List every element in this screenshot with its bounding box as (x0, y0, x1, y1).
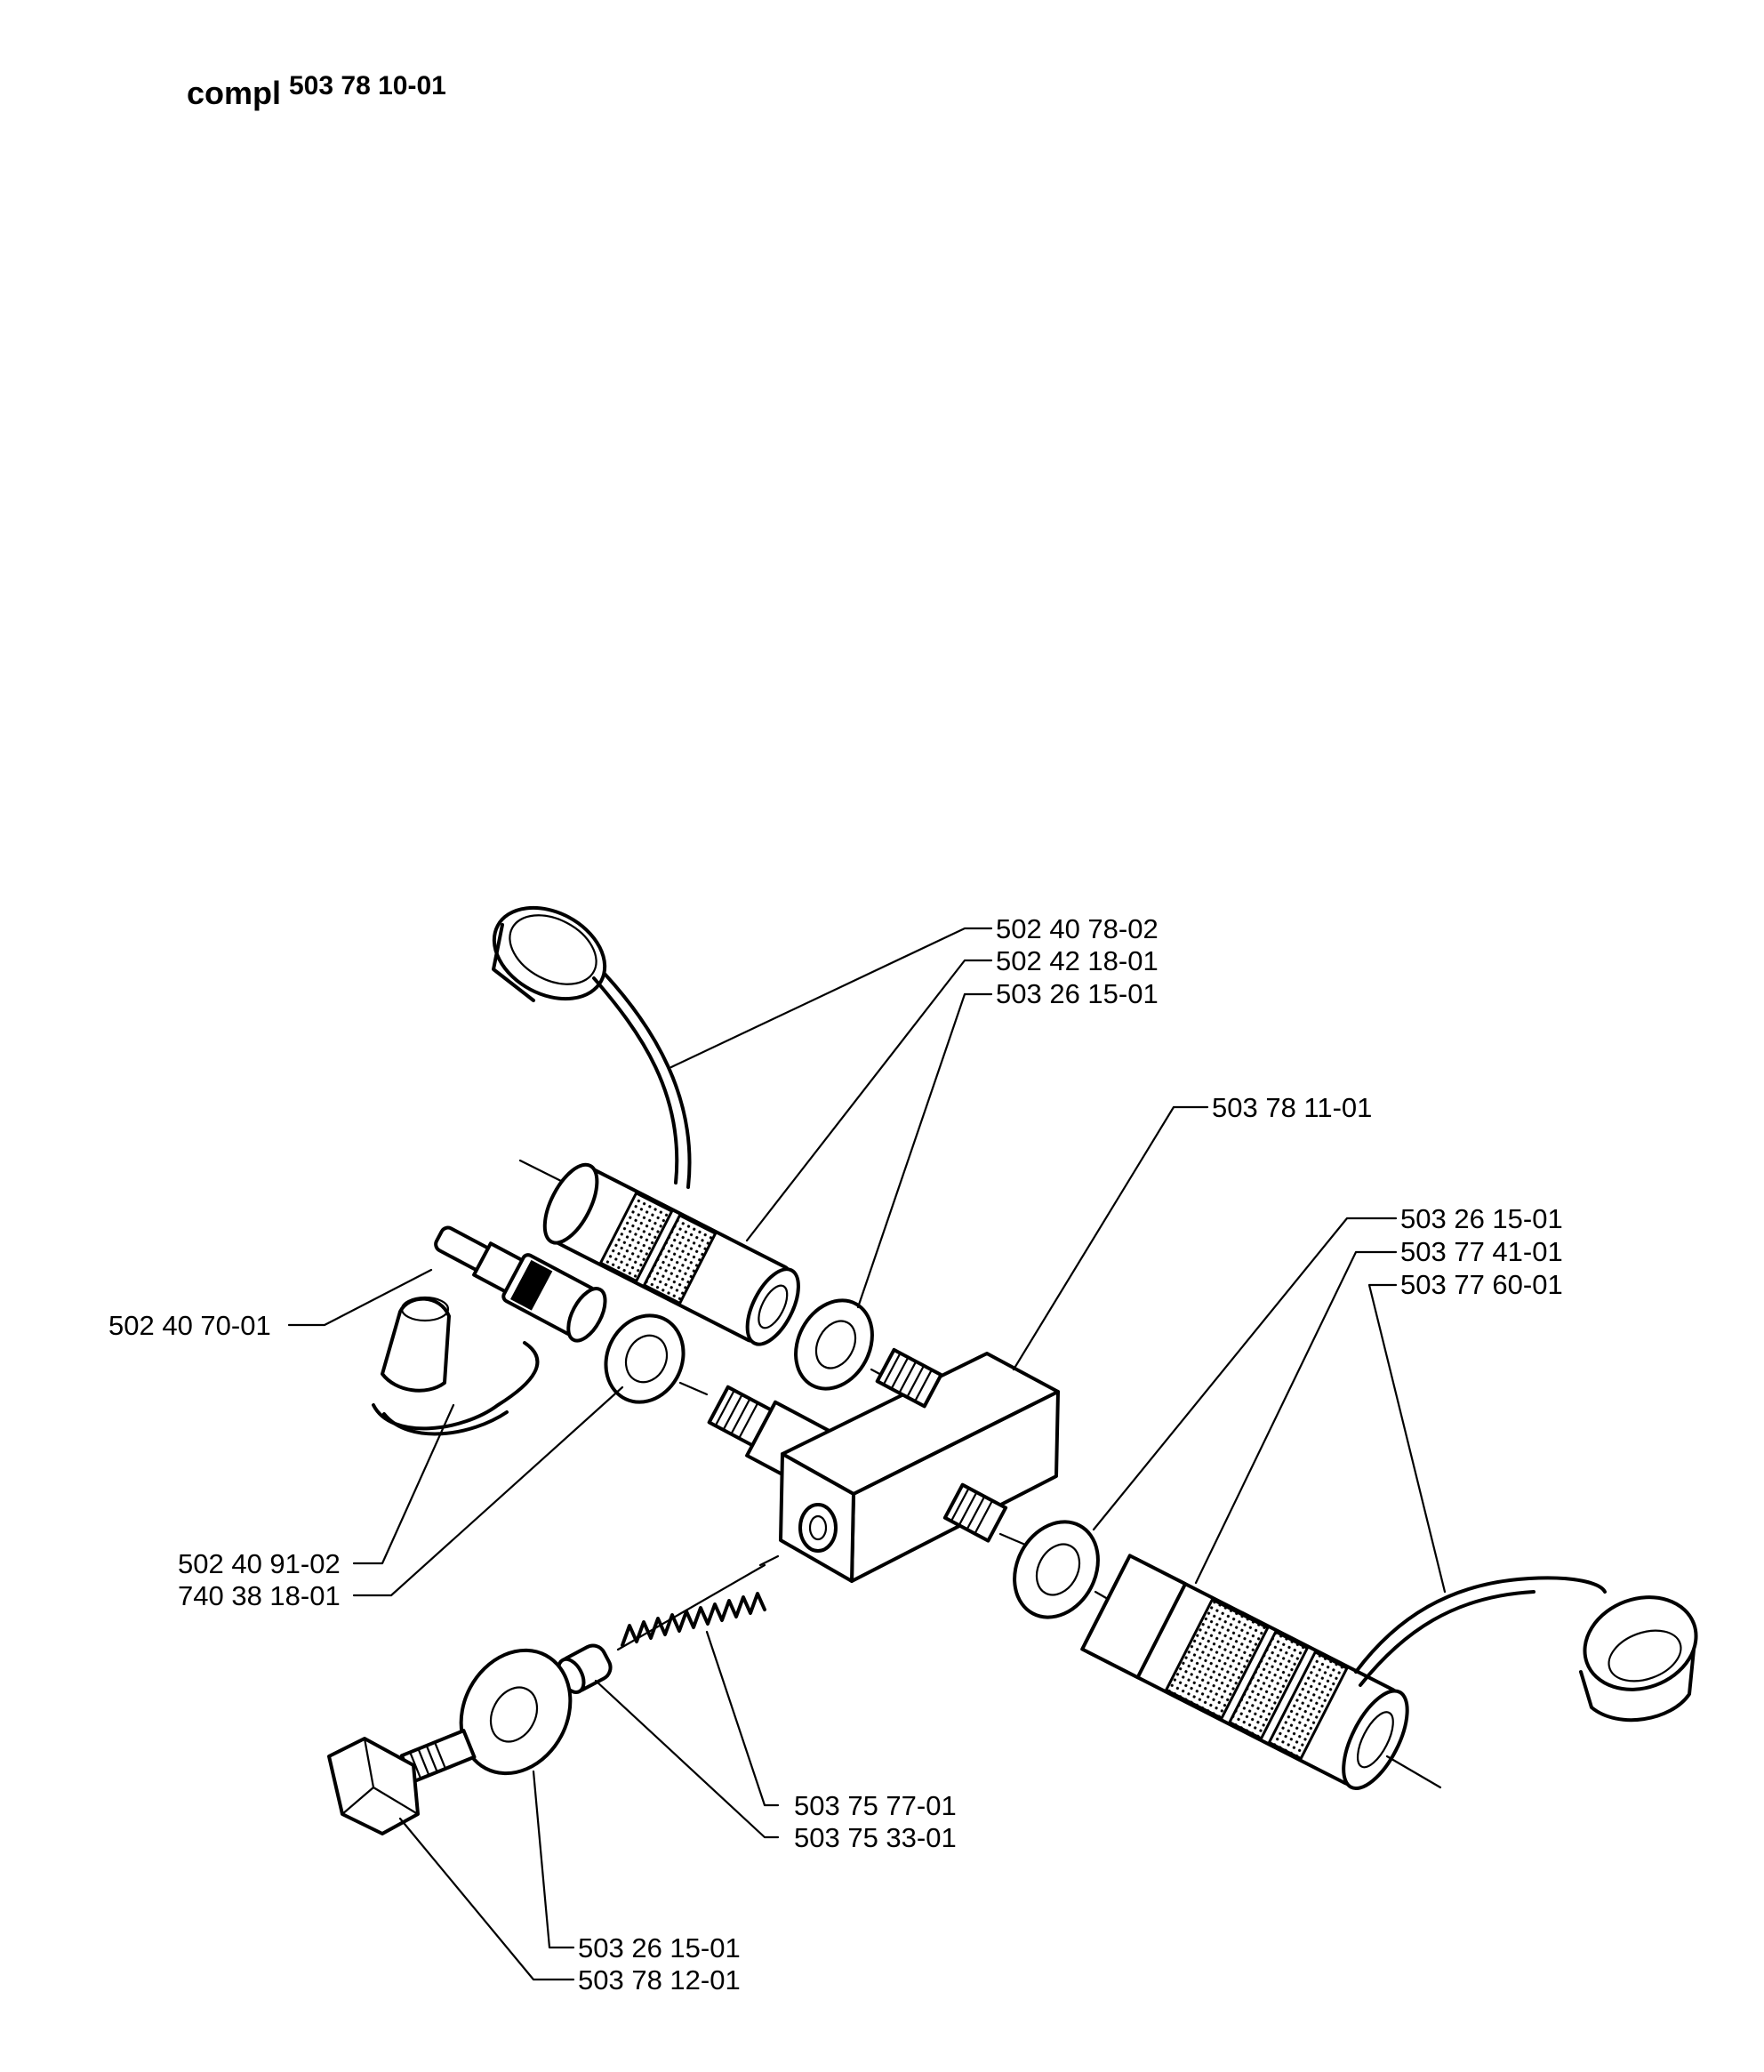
label-502-42-18-01: 502 42 18-01 (996, 945, 1159, 976)
label-503-78-12-01: 503 78 12-01 (578, 1964, 741, 1996)
label-503-75-77-01: 503 75 77-01 (794, 1790, 957, 1821)
dust-cap-left (372, 1296, 540, 1436)
label-503-77-60-01: 503 77 60-01 (1400, 1269, 1563, 1300)
label-503-26-15-01-bottom: 503 26 15-01 (578, 1932, 741, 1964)
label-502-40-91-02: 502 40 91-02 (178, 1548, 341, 1579)
dust-cap-right (1579, 1595, 1698, 1723)
plug-screw (327, 1729, 477, 1835)
spring (616, 1554, 780, 1651)
coupling-right (1080, 1554, 1409, 1791)
washer-right (1013, 1520, 1120, 1619)
label-503-77-41-01: 503 77 41-01 (1400, 1236, 1563, 1267)
coupling-right-assembly (1080, 1554, 1698, 1791)
label-502-40-70-01: 502 40 70-01 (108, 1310, 271, 1341)
leader-lines (287, 927, 1447, 1981)
nipple (434, 1225, 607, 1343)
coupling-top (542, 1162, 800, 1346)
washer-bottom (459, 1648, 573, 1776)
valve-block (779, 1347, 1060, 1583)
coupling-top-assembly (492, 905, 800, 1346)
label-740-38-18-01: 740 38 18-01 (178, 1580, 341, 1611)
washer-top (794, 1298, 898, 1391)
dust-cap-top (492, 905, 607, 1002)
label-502-40-78-02: 502 40 78-02 (996, 913, 1159, 944)
strap-right (1354, 1576, 1607, 1674)
strap-top (592, 976, 679, 1185)
label-503-75-33-01: 503 75 33-01 (794, 1822, 957, 1853)
label-503-78-11-01: 503 78 11-01 (1212, 1092, 1372, 1123)
label-503-26-15-01-right: 503 26 15-01 (1400, 1203, 1563, 1234)
label-503-26-15-01-top: 503 26 15-01 (996, 978, 1159, 1009)
compl-label: compl (187, 75, 281, 111)
washer-left (604, 1313, 709, 1404)
compl-part-number: 503 78 10-01 (289, 71, 446, 100)
